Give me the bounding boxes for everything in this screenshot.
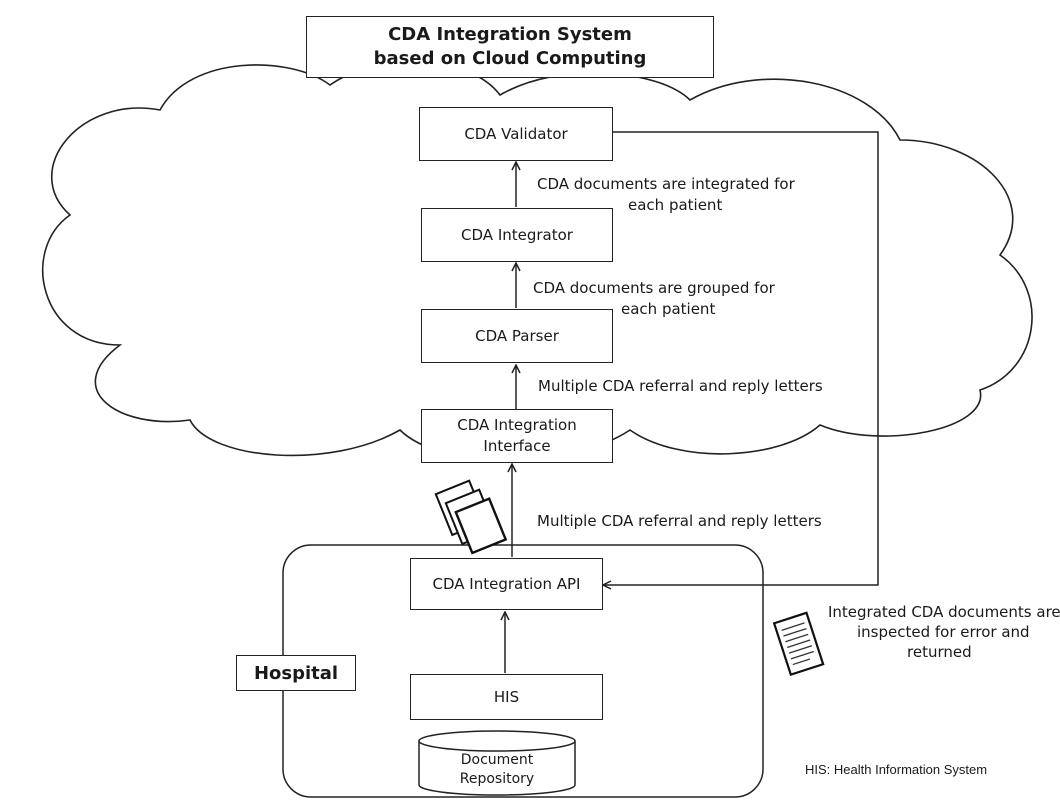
inspected-annotation-line-2: inspected for error and xyxy=(857,623,1030,641)
system-title: CDA Integration System based on Cloud Co… xyxy=(306,16,714,78)
cda-validator-box: CDA Validator xyxy=(419,107,613,161)
multiple-letters-hospital-label: Multiple CDA referral and reply letters xyxy=(537,512,822,530)
hospital-label: Hospital xyxy=(236,655,356,691)
document-stack-icon xyxy=(434,479,508,555)
integrated-annotation-line-2: each patient xyxy=(628,196,723,214)
his-box: HIS xyxy=(410,674,603,720)
document-repository-label: Document Repository xyxy=(459,752,535,787)
inspected-annotation-line-1: Integrated CDA documents are xyxy=(828,603,1060,621)
integrated-annotation-line-1: CDA documents are integrated for xyxy=(537,175,795,193)
cda-integrator-box: CDA Integrator xyxy=(421,208,613,262)
multiple-letters-cloud-label: Multiple CDA referral and reply letters xyxy=(538,377,823,395)
title-line-2: based on Cloud Computing xyxy=(373,48,647,69)
document-repository-cylinder xyxy=(418,730,576,796)
cda-integration-interface-box: CDA Integration Interface xyxy=(421,409,613,463)
return-line xyxy=(603,131,879,585)
his-legend: HIS: Health Information System xyxy=(805,762,988,777)
grouped-annotation-line-1: CDA documents are grouped for xyxy=(533,279,775,297)
title-line-1: CDA Integration System xyxy=(388,24,632,45)
document-report-icon xyxy=(772,611,825,677)
cda-integration-api-box: CDA Integration API xyxy=(410,558,603,610)
inspected-annotation-line-3: returned xyxy=(907,643,972,661)
cda-parser-box: CDA Parser xyxy=(421,309,613,363)
grouped-annotation-line-2: each patient xyxy=(621,300,716,318)
